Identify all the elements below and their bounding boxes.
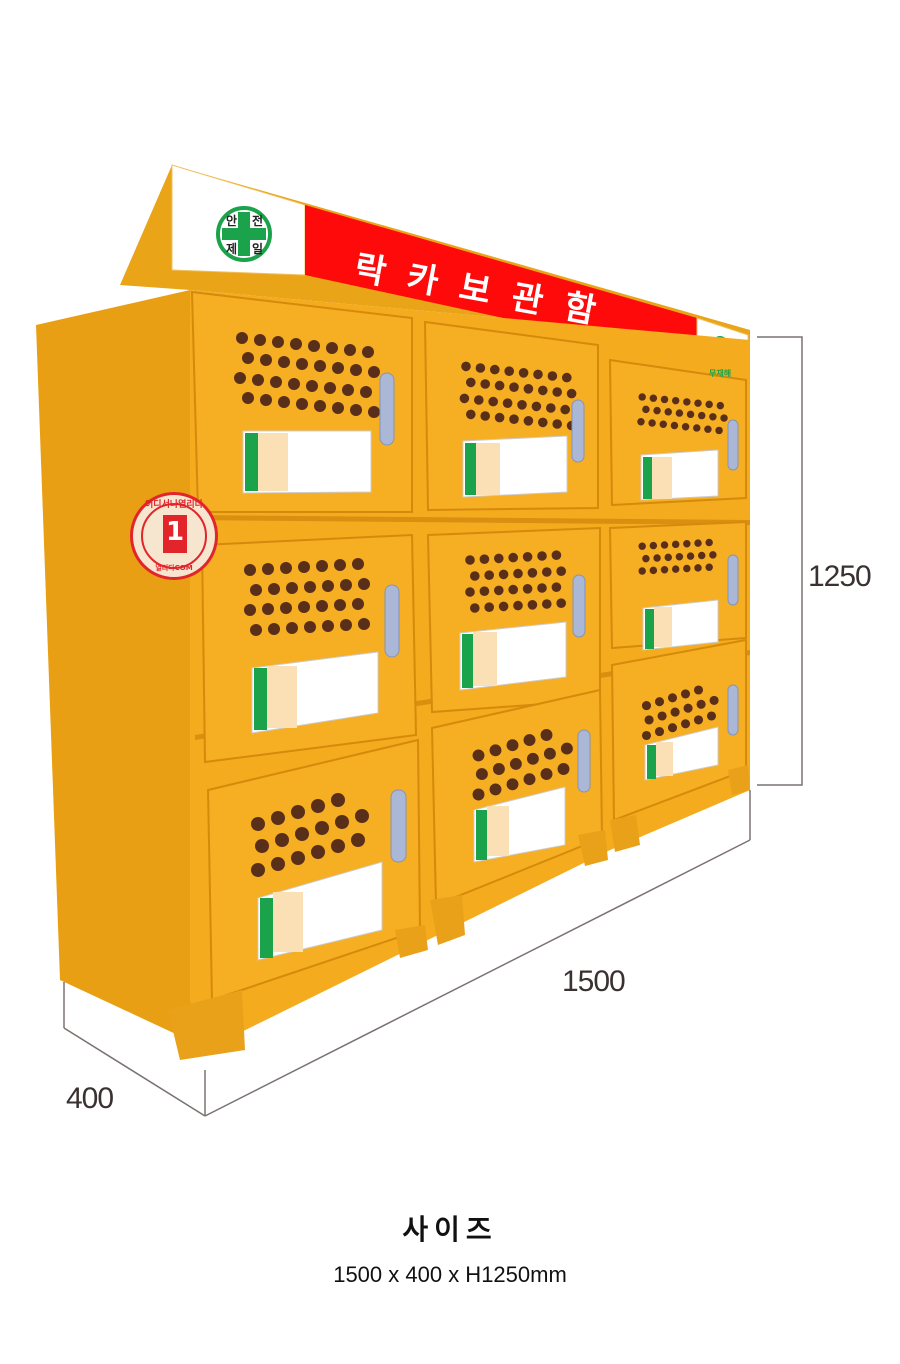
depth-dimension: 400 bbox=[66, 1082, 114, 1115]
size-section-value: 1500 x 400 x H1250mm bbox=[333, 1262, 567, 1287]
door-icon bbox=[163, 515, 187, 553]
stamp-number: 1 bbox=[165, 517, 185, 547]
safety-logo-char-4: 일 bbox=[252, 242, 264, 256]
width-dimension: 1500 bbox=[562, 965, 626, 998]
stamp-top-text: 어디서나열리다 bbox=[145, 500, 203, 510]
safety-logo-char-2: 전 bbox=[252, 214, 264, 228]
stamp-bottom-text: 열리다COM bbox=[155, 564, 193, 572]
safety-logo-char-3: 제 bbox=[226, 242, 238, 256]
stamp-ring bbox=[141, 503, 207, 569]
safety-logo-char-1: 안 bbox=[226, 214, 238, 228]
brand-logo-text: 무재해 bbox=[709, 369, 732, 378]
height-dimension: 1250 bbox=[808, 560, 872, 593]
size-section-title: 사이즈 bbox=[402, 1213, 498, 1246]
watermark-stamp: 어디서나열리다 1 열리다COM bbox=[130, 492, 218, 580]
